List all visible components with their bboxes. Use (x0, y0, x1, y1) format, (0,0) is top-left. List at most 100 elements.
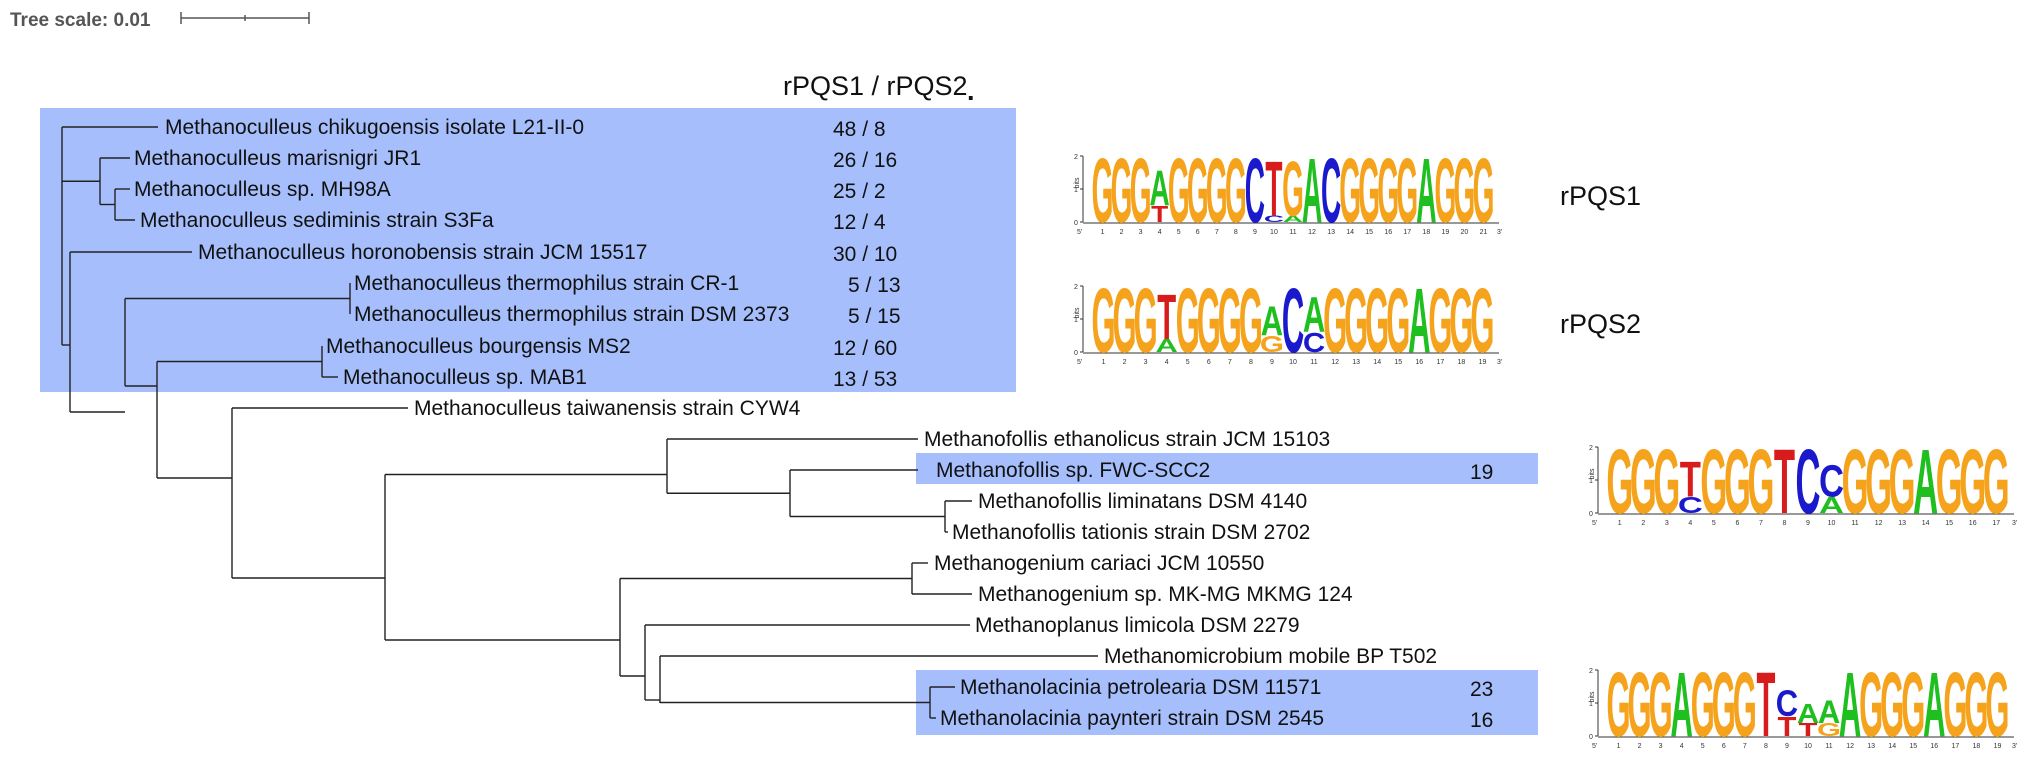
logo-letter-T: T (1777, 713, 1796, 743)
logo-position-number: 2 (1641, 520, 1645, 527)
logo-letter-C: C (1776, 684, 1798, 725)
logo-end-label: 3' (2012, 520, 2017, 527)
logo-letter-T: T (1157, 280, 1176, 353)
logo-letter-G: G (1130, 141, 1152, 242)
logo-y-tick-label: 2 (1589, 445, 1593, 452)
logo-letter-G: G (1396, 141, 1418, 242)
logo-letter-G: G (1134, 270, 1158, 372)
logo-letter-C: C (1796, 430, 1821, 533)
logo-position-number: 6 (1207, 359, 1211, 366)
logo-letter-G: G (1724, 430, 1751, 533)
logo-position-number: 15 (1365, 229, 1373, 236)
logo-letter-G: G (1606, 430, 1633, 533)
logo-letter-T: T (1774, 430, 1795, 533)
logo-y-label: bits (1589, 691, 1596, 702)
logo-letter-G: G (1700, 430, 1727, 533)
leaf-count: 30 / 10 (833, 243, 897, 266)
logo-position-number: 19 (1994, 743, 2002, 750)
logo-position-number: 3 (1659, 743, 1663, 750)
leaf-count: 48 / 8 (833, 118, 886, 141)
logo-letter-G: G (1197, 270, 1221, 372)
logo-position-number: 11 (1310, 359, 1317, 366)
logo-y-label: bits (1589, 468, 1596, 479)
logo-position-number: 1 (1102, 359, 1106, 366)
logo-letter-A: A (1156, 336, 1178, 356)
logo-y-tick-label: 0 (1589, 734, 1593, 741)
logo-letter-G: G (1377, 141, 1399, 242)
logo-position-number: 10 (1804, 743, 1812, 750)
logo-letter-G: G (1282, 146, 1304, 233)
leaf-label: Methanogenium cariaci JCM 10550 (934, 552, 1264, 575)
logo-position-number: 10 (1270, 229, 1278, 236)
logo-position-number: 13 (1352, 359, 1360, 366)
logo-letter-G: G (1747, 430, 1774, 533)
leaf-label: Methanofollis sp. FWC-SCC2 (936, 459, 1210, 482)
logo-position-number: 8 (1764, 743, 1768, 750)
logo-letter-G: G (1983, 430, 2010, 533)
logo-letter-A: A (1283, 214, 1303, 224)
logo-start-label: 5' (1592, 520, 1597, 527)
logo-letter-G: G (1628, 654, 1652, 756)
leaf-label: Methanogenium sp. MK-MG MKMG 124 (978, 583, 1353, 606)
logo-position-number: 1 (1617, 743, 1621, 750)
logo-position-number: 14 (1922, 520, 1930, 527)
logo-letter-T: T (1756, 654, 1775, 756)
logo-letter-G: G (1649, 654, 1673, 756)
logo-position-number: 16 (1930, 743, 1938, 750)
leaf-count: 26 / 16 (833, 149, 897, 172)
logo-letter-G: G (1386, 270, 1410, 372)
leaf-label: Methanolacinia paynteri strain DSM 2545 (940, 707, 1324, 730)
logo-letter-G: G (1865, 430, 1892, 533)
logo-letter-G: G (1206, 141, 1228, 242)
logo-letter-G: G (1187, 141, 1209, 242)
leaf-label: Methanoculleus taiwanensis strain CYW4 (414, 397, 801, 420)
logo-position-number: 8 (1249, 359, 1253, 366)
logo-position-number: 11 (1289, 229, 1296, 236)
logo-letter-C: C (1678, 493, 1703, 519)
logo-letter-A: A (1923, 654, 1945, 756)
logo-position-number: 14 (1373, 359, 1381, 366)
logo-letter-G: G (1630, 430, 1657, 533)
logo-start-label: 5' (1592, 743, 1597, 750)
logo-position-number: 6 (1196, 229, 1200, 236)
logo-position-number: 3 (1665, 520, 1669, 527)
header-dot: . (967, 76, 975, 106)
logo-letter-G: G (1428, 270, 1452, 372)
logo-letter-G: G (1943, 654, 1967, 756)
logo-letter-T: T (1265, 146, 1282, 233)
logo-position-number: 19 (1441, 229, 1449, 236)
logo-letter-G: G (1168, 141, 1190, 242)
leaf-label: Methanoculleus thermophilus strain CR-1 (354, 272, 739, 295)
logo-end-label: 3' (2012, 743, 2017, 750)
leaf-label: Methanomicrobium mobile BP T502 (1104, 645, 1437, 668)
logo-end-label: 3' (1497, 359, 1502, 366)
logo-letter-G: G (1859, 654, 1883, 756)
logo-position-number: 3 (1144, 359, 1148, 366)
logo-position-number: 9 (1785, 743, 1789, 750)
logo-position-number: 14 (1346, 229, 1354, 236)
logo-letter-G: G (1473, 141, 1495, 242)
logo-letter-G: G (1239, 270, 1263, 372)
logo-position-number: 15 (1945, 520, 1953, 527)
logo-position-number: 4 (1165, 359, 1169, 366)
logo-letter-C: C (1303, 329, 1325, 359)
logo-letter-A: A (1408, 270, 1430, 372)
logo-position-number: 12 (1331, 359, 1339, 366)
logo-position-number: 5 (1712, 520, 1716, 527)
logo-y-tick-label: 0 (1589, 511, 1593, 518)
logo-letter-G: G (1936, 430, 1963, 533)
logo-letter-A: A (1797, 699, 1819, 729)
logo-letter-G: G (1606, 654, 1630, 756)
logo-letter-G: G (1842, 430, 1869, 533)
logo-y-tick-label: 1 (1074, 317, 1078, 324)
logo-position-number: 19 (1479, 359, 1487, 366)
logo-letter-A: A (1913, 430, 1938, 533)
leaf-label: Methanoculleus sp. MH98A (134, 178, 391, 201)
logo-position-number: 5 (1701, 743, 1705, 750)
logo-letter-C: C (1282, 270, 1304, 372)
leaf-label: Methanoculleus sediminis strain S3Fa (140, 209, 494, 232)
